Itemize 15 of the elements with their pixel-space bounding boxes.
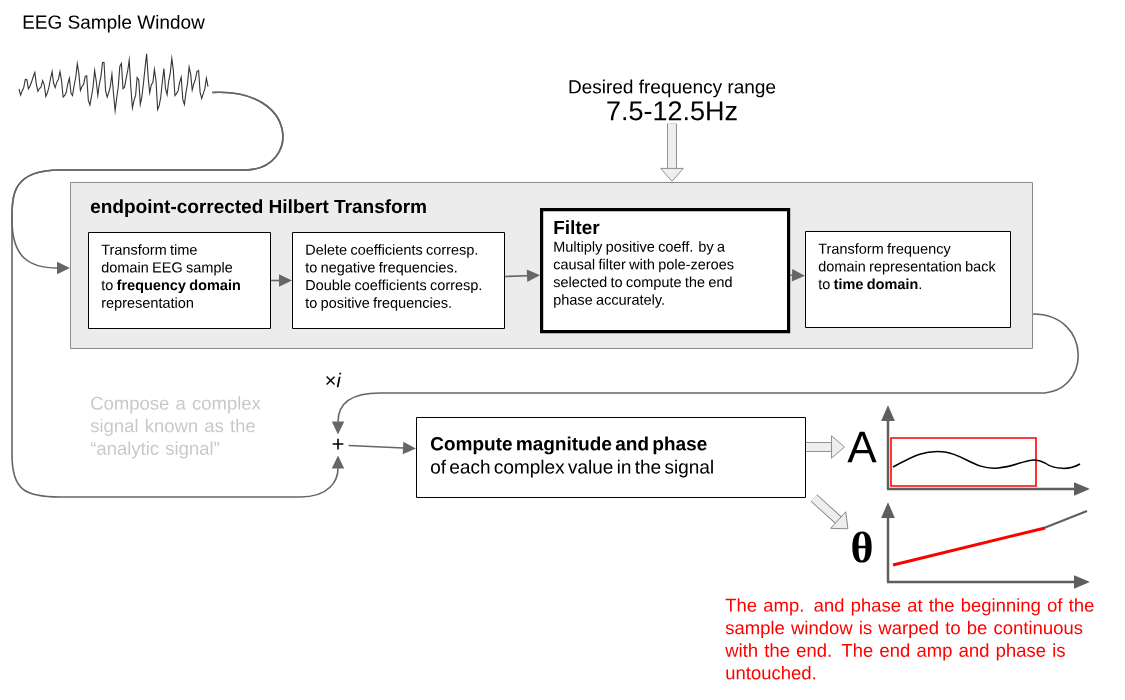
eeg-sample-window: EEG Sample Window <box>23 14 205 33</box>
amplitude-axis-label: A <box>847 431 877 463</box>
note-text: The amp. and phase at the beginning of the sample window is warped to be continuous with the end. The end amp and phase is untouched. <box>725 598 1094 680</box>
process-box: Delete coefficients corresp. to negative frequencies. Double coefficients corresp. to positive frequencies. <box>292 232 505 329</box>
block-arrow <box>810 494 849 530</box>
process-box: Compute magnitude and phase of each complex value in the signal <box>416 417 806 498</box>
frequency-range-text: Desired frequency range 7.5-12.5Hz <box>569 79 776 121</box>
plus-sign: + <box>332 438 344 450</box>
phase-axis-label: θ <box>852 531 872 563</box>
filter-box: Filter Multiply positive coeff. by a causal filter with pole-zeroes selected to compute the end phase accurately. <box>540 208 791 334</box>
edge-label: ×i <box>323 371 343 389</box>
block-arrow <box>660 123 684 182</box>
process-box: Transform frequency domain representation back to time domain. <box>805 231 1011 328</box>
process-box: Transform time domain EEG sample to frequency domain representation <box>88 232 271 329</box>
block-arrow <box>806 435 845 459</box>
